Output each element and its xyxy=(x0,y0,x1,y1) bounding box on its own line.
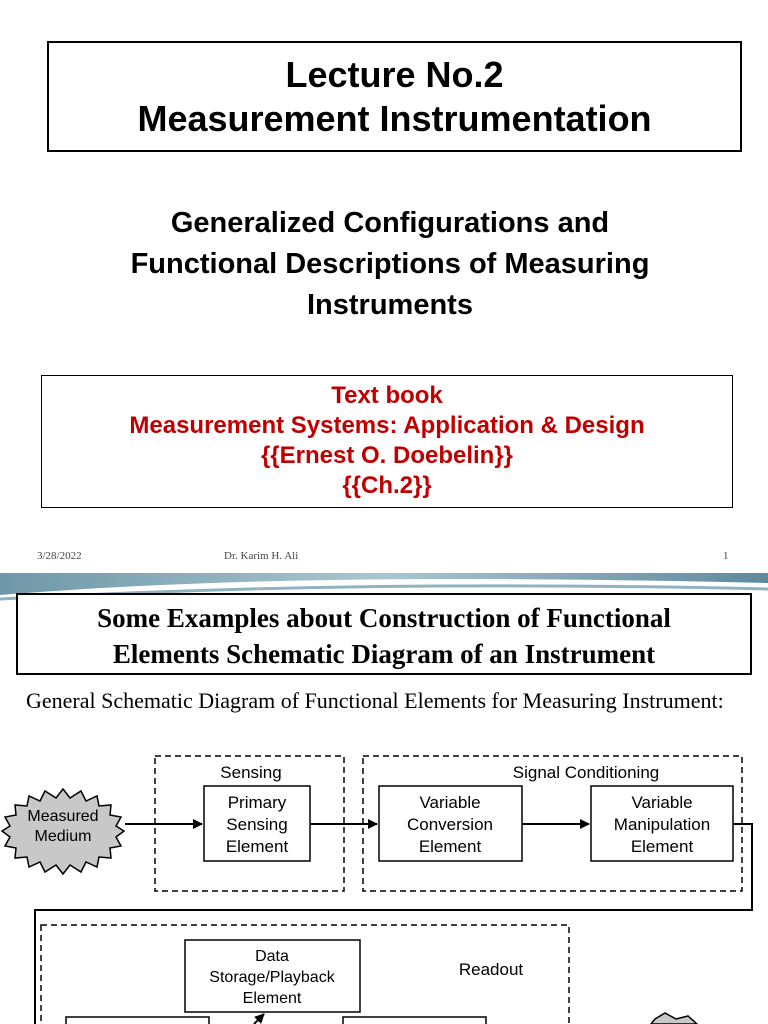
subtitle-line-1: Generalized Configurations and xyxy=(170,207,610,239)
variable-conversion-line-1: Variable xyxy=(419,793,480,812)
variable-manipulation-line-3: Element xyxy=(631,837,694,856)
primary-sensing-line-1: Primary xyxy=(228,793,287,812)
intro-text: General Schematic Diagram of Functional … xyxy=(26,688,724,713)
data-storage-line-1: Data xyxy=(255,948,289,965)
primary-sensing-element-box xyxy=(203,785,311,862)
functional-elements-diagram: Sensing Signal Conditioning Readout Meas… xyxy=(0,755,753,1024)
textbook-chapter: {{Ch.2}} xyxy=(342,472,432,499)
variable-conversion-line-2: Conversion xyxy=(407,815,493,834)
title-line-1: Lecture No.2 xyxy=(285,54,504,95)
slide-2: Some Examples about Construction of Func… xyxy=(0,573,768,1024)
primary-sensing-line-3: Element xyxy=(226,837,289,856)
readout-right-box xyxy=(342,1016,487,1024)
variable-manipulation-line-1: Variable xyxy=(631,793,692,812)
variable-conversion-line-3: Element xyxy=(419,837,482,856)
variable-manipulation-line-2: Manipulation xyxy=(614,815,710,834)
data-storage-line-3: Element xyxy=(243,990,302,1007)
textbook-heading: Text book xyxy=(331,382,443,409)
title-box: Lecture No.2 Measurement Instrumentation xyxy=(47,41,742,152)
subtitle-line-2: Functional Descriptions of Measuring xyxy=(130,248,650,280)
sensing-label: Sensing xyxy=(220,763,281,782)
title-line-2: Measurement Instrumentation xyxy=(137,98,652,139)
slide-heading-line-2: Elements Schematic Diagram of an Instrum… xyxy=(112,639,656,669)
data-storage-line-2: Storage/Playback xyxy=(209,969,335,986)
footer-page-number: 1 xyxy=(723,550,729,562)
measured-medium-line-2: Medium xyxy=(35,828,92,845)
textbook-box: Text book Measurement Systems: Applicati… xyxy=(41,375,733,508)
readout-group xyxy=(40,924,570,1024)
textbook-author: {{Ernest O. Doebelin}} xyxy=(260,442,514,469)
observer-shape-partial xyxy=(650,1012,699,1024)
footer-date: 3/28/2022 xyxy=(37,550,82,562)
line-manipulation-to-readout xyxy=(34,823,753,1024)
primary-sensing-line-2: Sensing xyxy=(226,815,287,834)
readout-arrow-up xyxy=(253,1013,265,1024)
textbook-title: Measurement Systems: Application & Desig… xyxy=(129,412,645,439)
readout-label: Readout xyxy=(459,960,524,979)
measured-medium-line-1: Measured xyxy=(27,808,98,825)
data-storage-playback-element-box xyxy=(184,939,361,1013)
footer-author: Dr. Karim H. Ali xyxy=(224,550,299,562)
slide-heading-line-1: Some Examples about Construction of Func… xyxy=(97,603,671,633)
slide-1: Lecture No.2 Measurement Instrumentation… xyxy=(37,41,742,562)
signal-conditioning-label: Signal Conditioning xyxy=(513,763,660,782)
readout-left-box xyxy=(65,1016,210,1024)
measured-medium-shape xyxy=(0,787,126,876)
slide-heading-box: Some Examples about Construction of Func… xyxy=(16,593,752,675)
subtitle: Generalized Configurations and Functiona… xyxy=(40,203,740,326)
subtitle-line-3: Instruments xyxy=(307,289,473,321)
